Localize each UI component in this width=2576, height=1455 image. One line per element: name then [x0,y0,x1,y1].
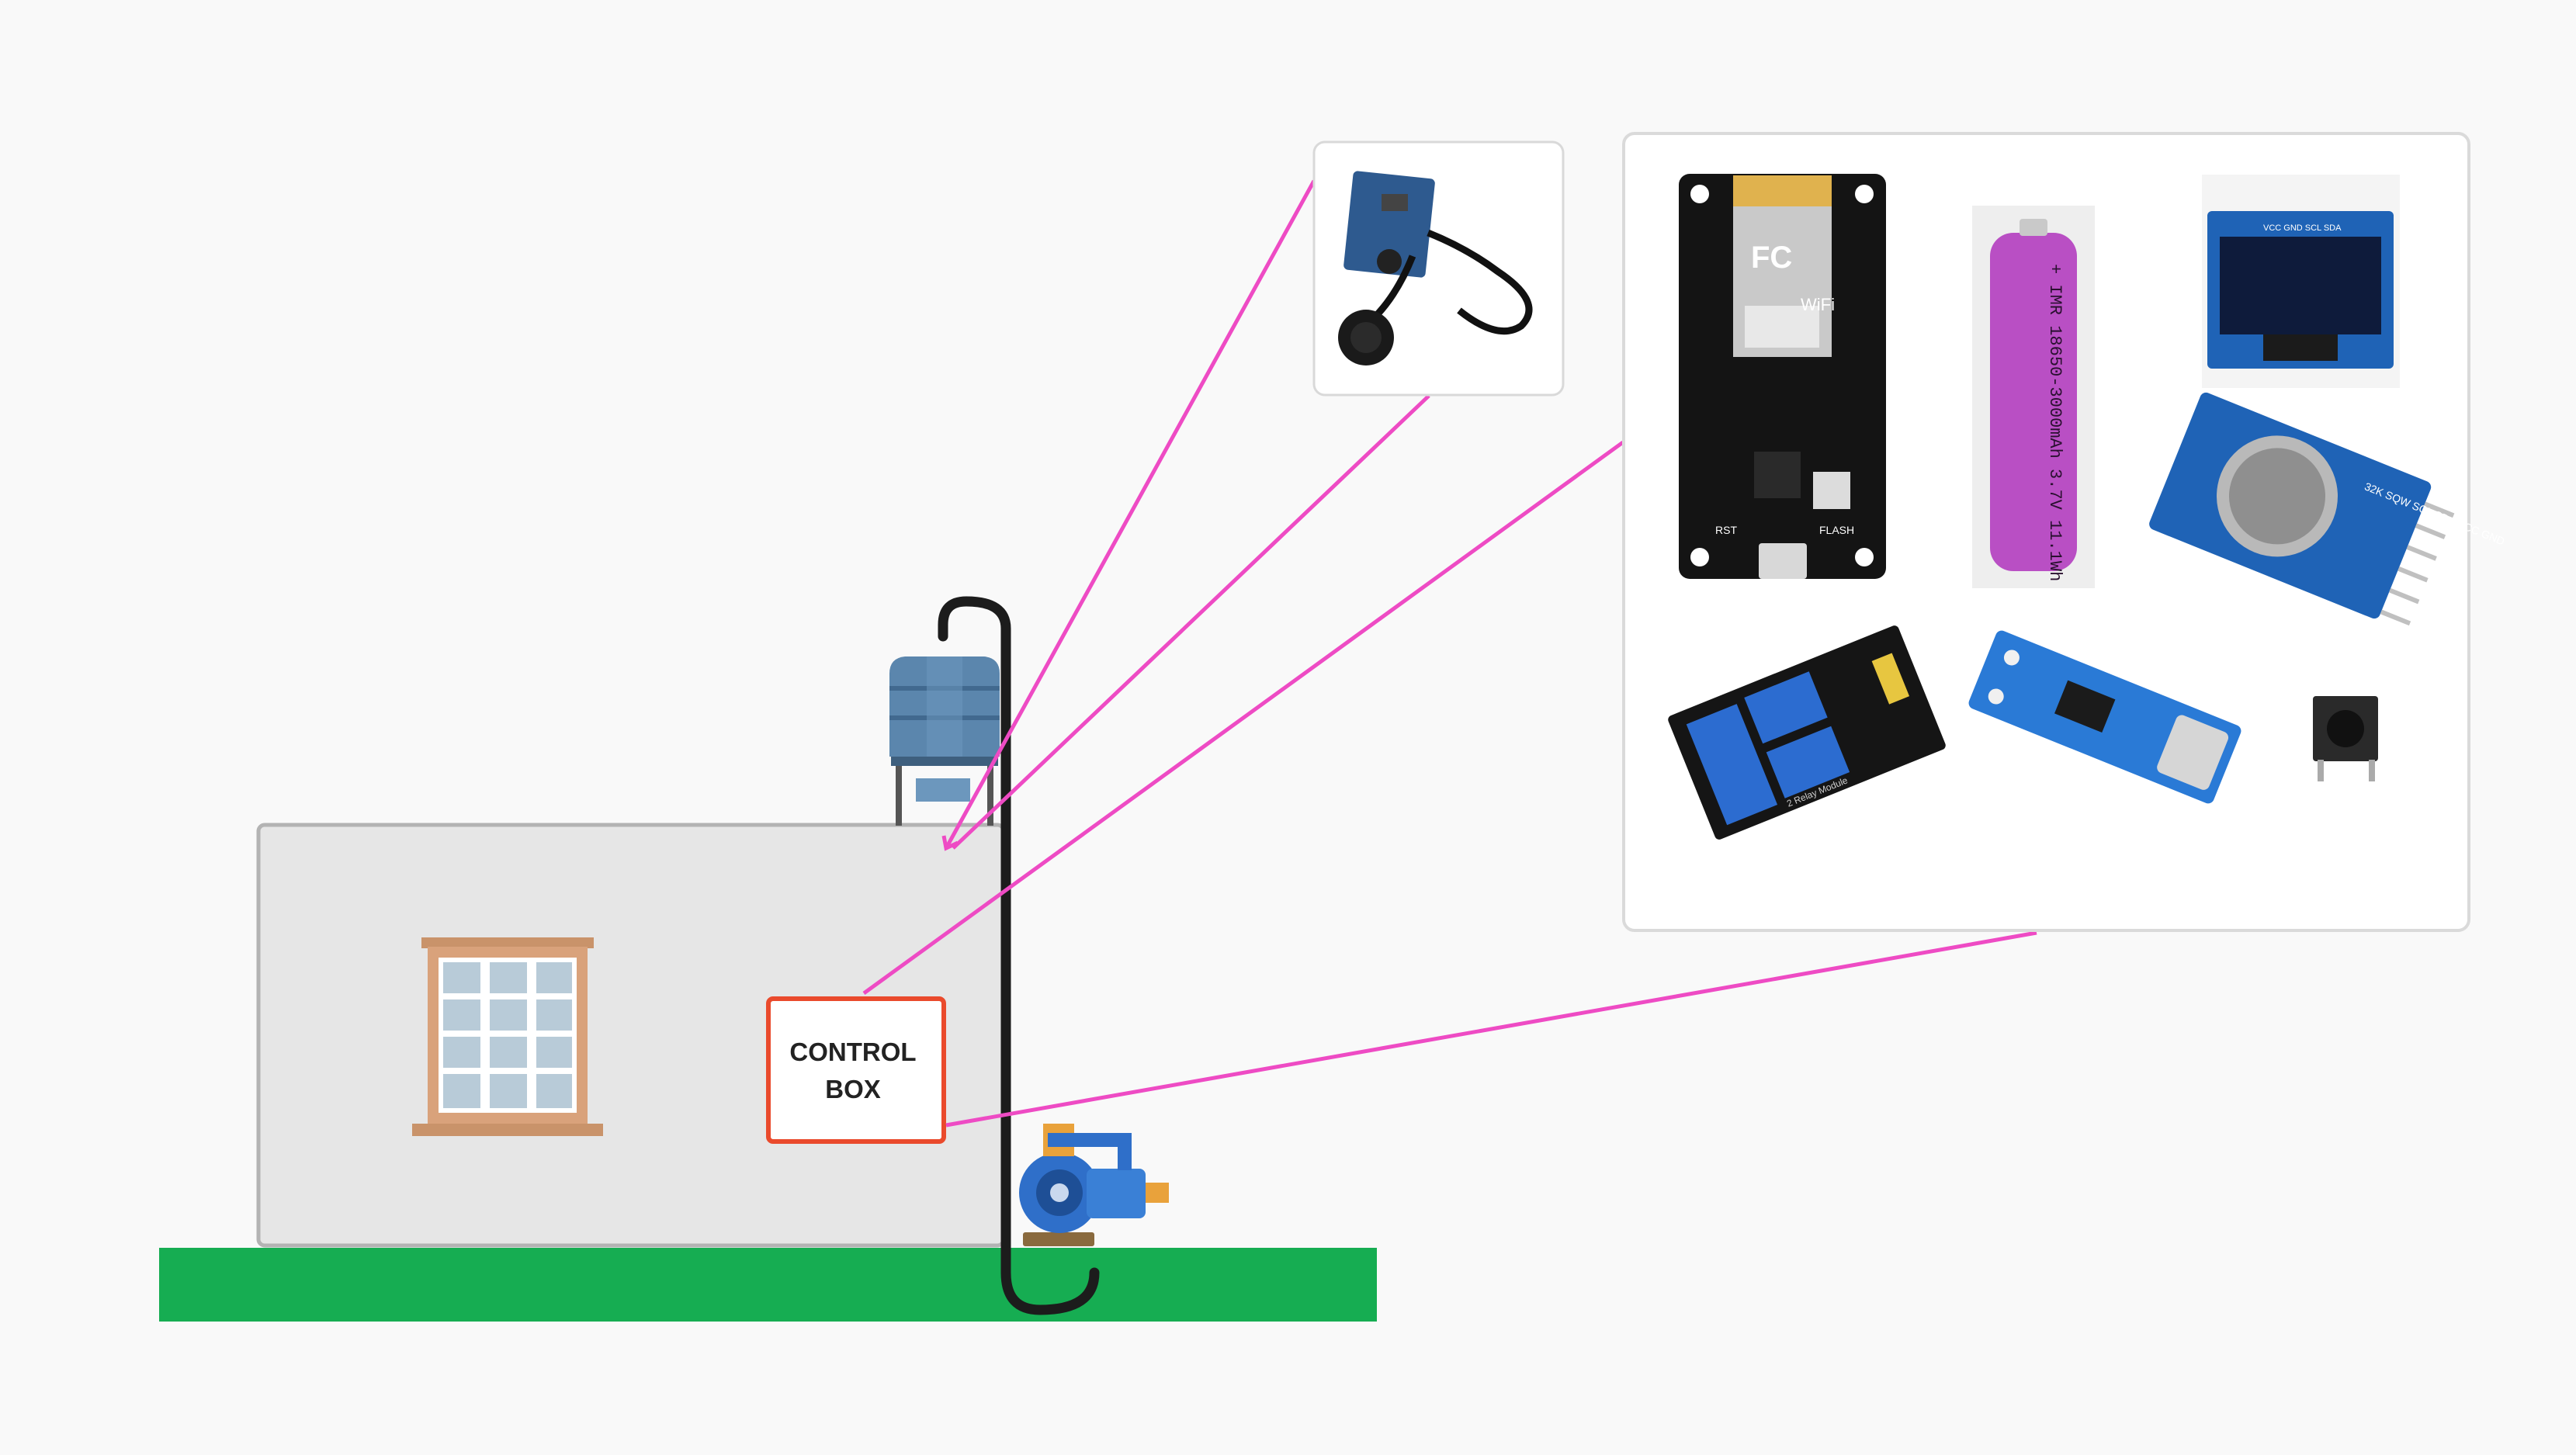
connector-sensor-right [952,394,1430,850]
esp8266-wifi: WiFi [1801,295,1835,314]
esp8266-brand: FC [1751,241,1792,275]
sensor-arrowhead [941,835,959,851]
ground [159,1248,1377,1322]
water-pipe [938,596,1100,1315]
oled-pins: VCC GND SCL SDA [2263,223,2342,233]
esp8266-board-icon: FC WiFi RST FLASH [1679,174,1886,579]
connector-box-panel-bottom [945,930,2037,1128]
push-button-icon [2313,696,2378,781]
relay-module-icon: 2 Relay Module [1668,625,1946,840]
battery-18650-icon: + IMR 18650-3000mAh 3.7V 11.1Wh [1972,206,2095,588]
ultrasonic-sensor-icon [1338,171,1533,365]
components-panel: FC WiFi RST FLASH + IMR 18650-3000mAh 3.… [1622,132,2506,932]
connector-sensor-left [944,179,1316,850]
charger-module-icon [1968,630,2241,804]
oled-display-icon: VCC GND SCL SDA [2202,175,2400,388]
water-pump-icon [1019,1124,1169,1246]
window-icon [412,937,603,1136]
esp8266-rst: RST [1715,524,1737,536]
sensor-card [1312,140,1565,397]
connector-lines [862,179,2037,1128]
connector-box-panel-top [862,440,1624,996]
battery-text: + IMR 18650-3000mAh 3.7V 11.1Wh [2045,264,2065,581]
water-tank-icon [889,656,1000,826]
control-box [766,996,946,1144]
esp8266-flash: FLASH [1819,524,1854,536]
